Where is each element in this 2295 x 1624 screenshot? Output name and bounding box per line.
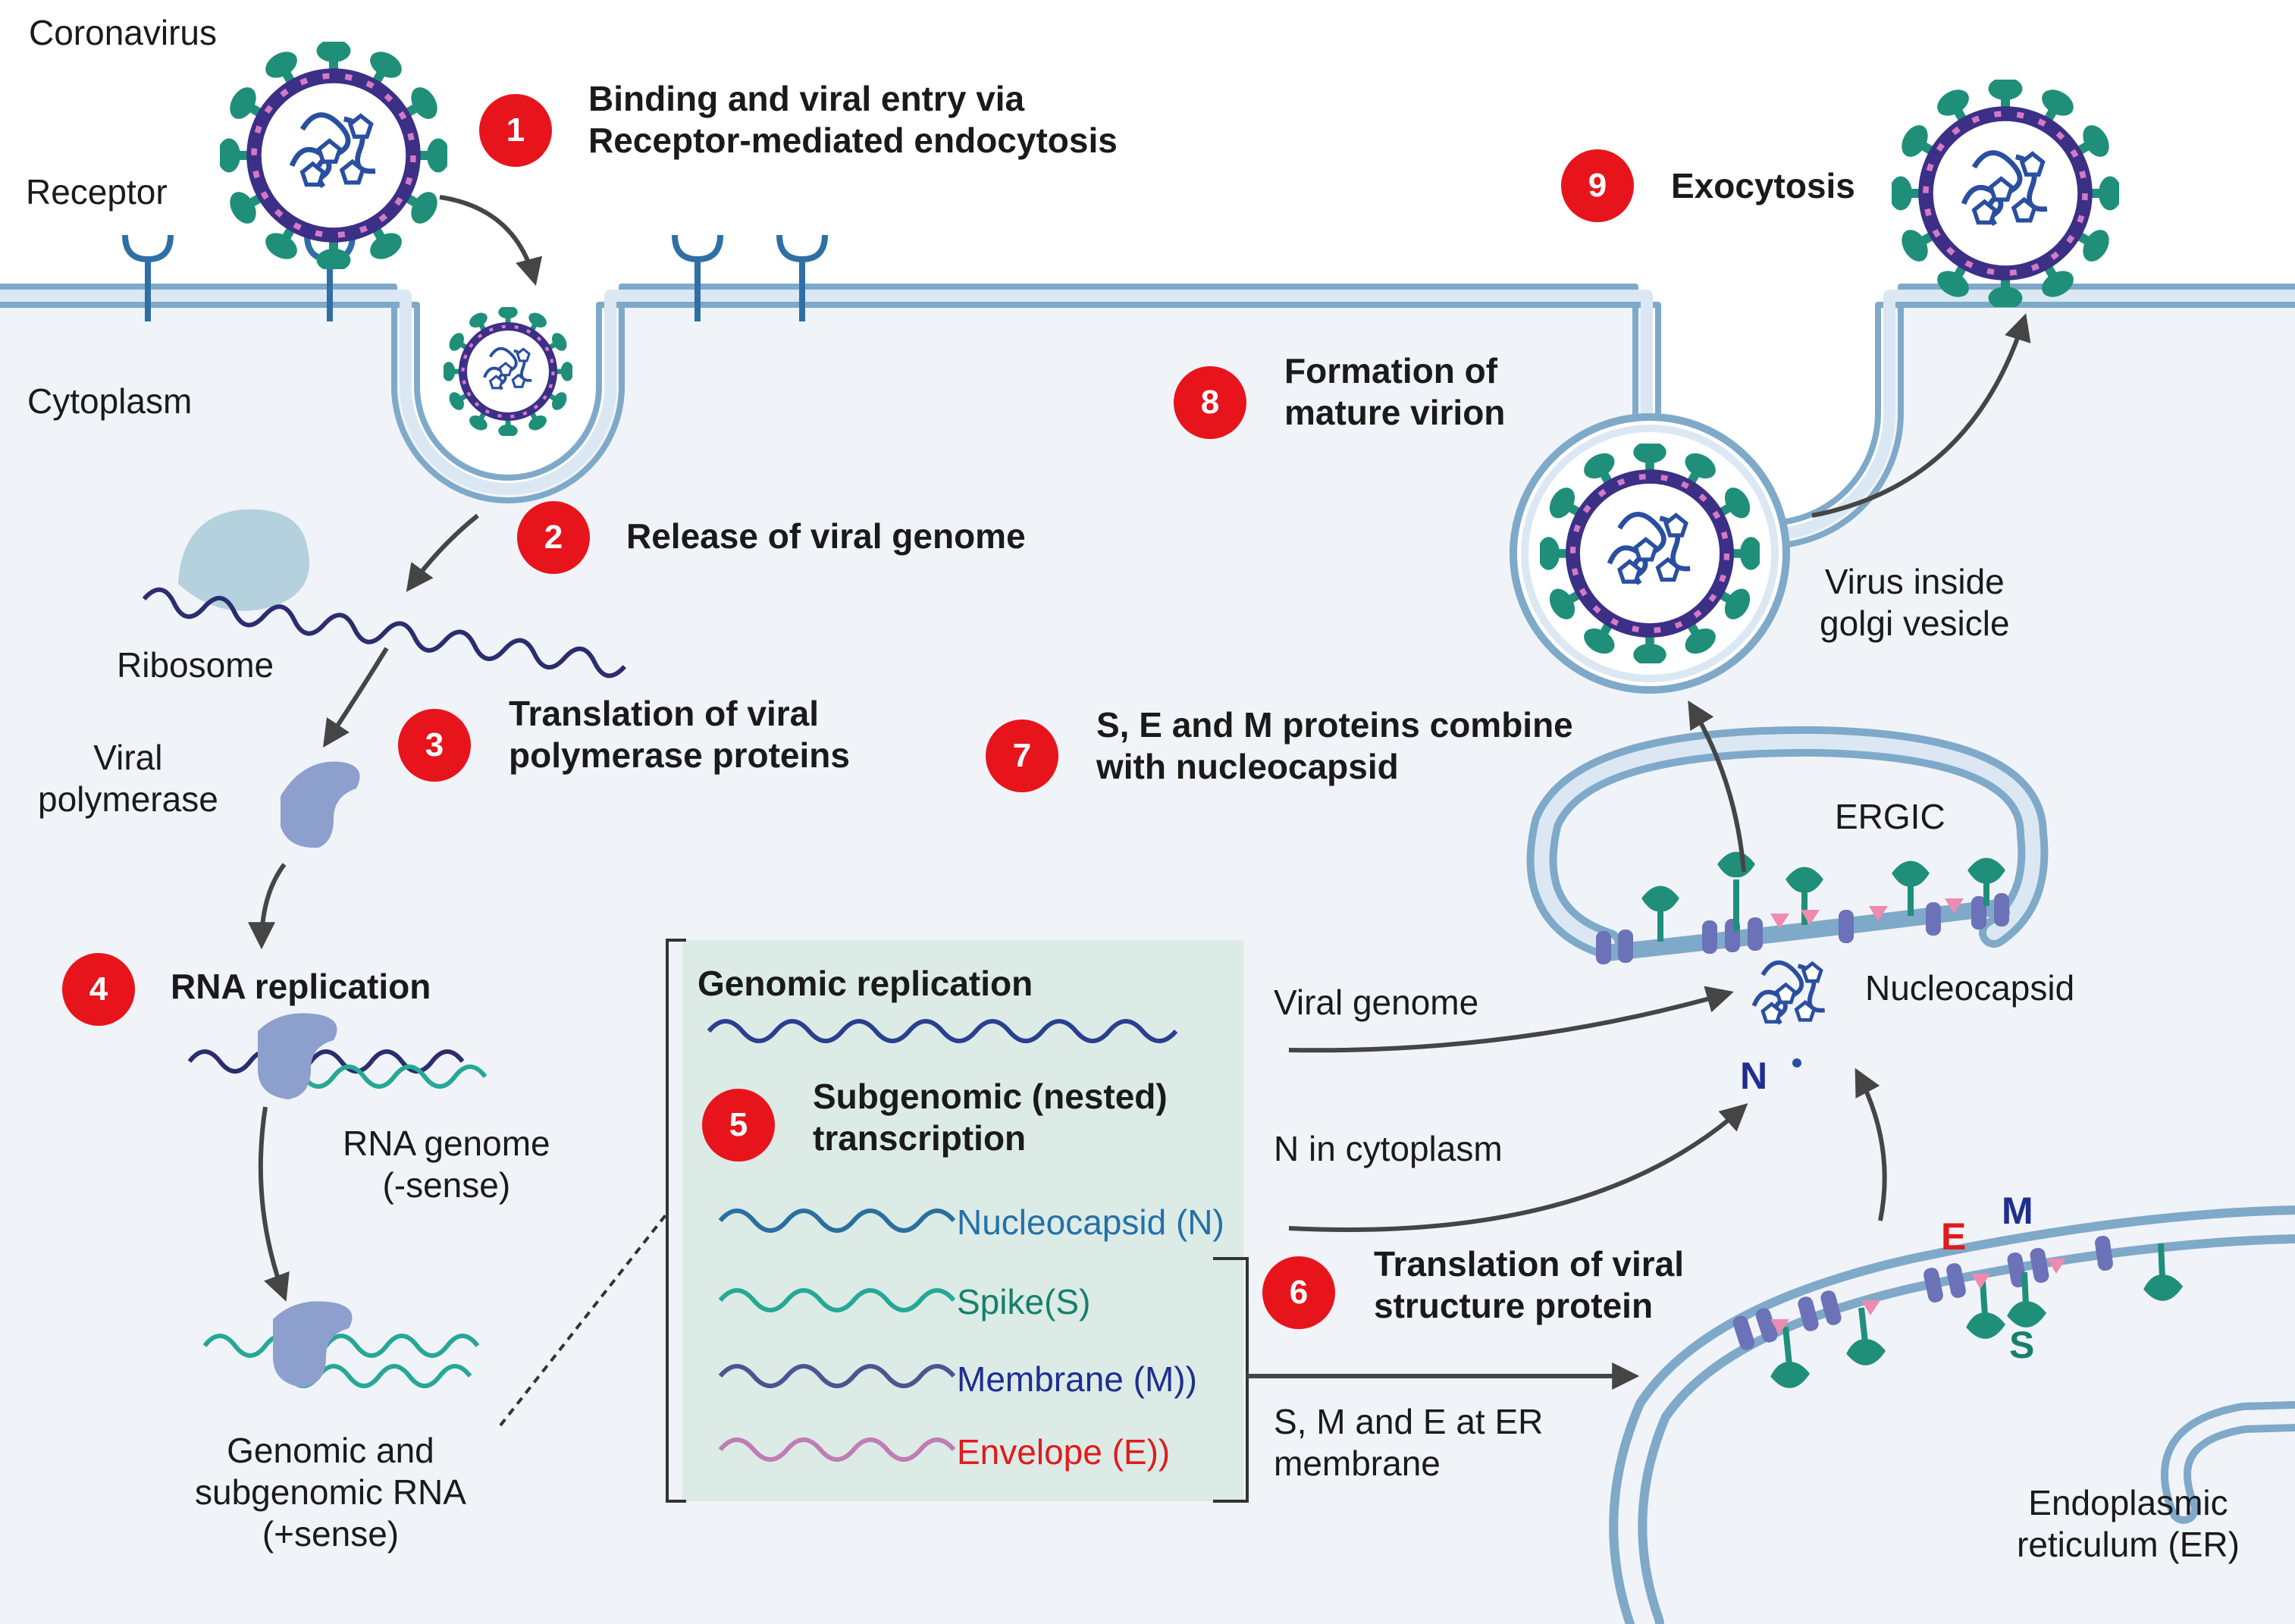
virus-in-endosome	[442, 306, 573, 437]
step-3-badge: 3	[398, 709, 471, 782]
ergic-label: ERGIC	[1835, 797, 1945, 836]
step-5-badge: 5	[702, 1089, 775, 1162]
rna-genome-label: RNA genome (-sense)	[343, 1124, 550, 1205]
step-4-text: RNA replication	[171, 967, 431, 1006]
transcript-spike: Spike(S)	[957, 1282, 1091, 1321]
step-4-badge: 4	[62, 953, 135, 1026]
coronavirus-label: Coronavirus	[29, 13, 217, 52]
transcript-membrane: Membrane (M))	[957, 1359, 1197, 1399]
cytoplasm-label: Cytoplasm	[27, 381, 193, 421]
transcript-envelope: Envelope (E))	[957, 1432, 1171, 1472]
genomic-subgenomic-label: Genomic and subgenomic RNA (+sense)	[195, 1431, 466, 1554]
step-1-text: Binding and viral entry via Receptor-med…	[588, 79, 1118, 161]
virus-golgi-label: Virus inside golgi vesicle	[1820, 562, 2010, 644]
m-protein-label: M	[2002, 1190, 2033, 1232]
step-8-text: Formation of mature virion	[1284, 351, 1506, 433]
virus-exocytosed	[1889, 77, 2121, 309]
viral-polymerase-label: Viral polymerase	[38, 738, 218, 820]
sme-er-label: S, M and E at ER membrane	[1274, 1402, 1544, 1484]
viral-polymerase-shape	[281, 761, 360, 848]
step-6-text: Translation of viral structure protein	[1374, 1244, 1684, 1326]
genomic-replication-title: Genomic replication	[698, 964, 1033, 1003]
step-1-badge: 1	[479, 94, 552, 167]
viral-genome-label: Viral genome	[1274, 983, 1479, 1022]
ribosome-shape	[178, 509, 309, 611]
ergic-proteins	[1596, 851, 2009, 964]
er-proteins	[1732, 1235, 2184, 1388]
receptor-label: Receptor	[26, 172, 168, 212]
nucleocapsid-label: Nucleocapsid	[1865, 968, 2075, 1008]
step-6-badge: 6	[1262, 1256, 1335, 1329]
receptor-group	[122, 234, 828, 321]
step-9-badge: 9	[1561, 149, 1634, 222]
step-7-badge: 7	[986, 720, 1058, 792]
s-protein-label: S	[2009, 1324, 2035, 1366]
er-label: Endoplasmic reticulum (ER)	[2017, 1483, 2240, 1565]
ribosome-label: Ribosome	[117, 645, 274, 685]
step-9-text: Exocytosis	[1671, 166, 1855, 205]
step-3-text: Translation of viral polymerase proteins	[509, 694, 850, 776]
step-2-text: Release of viral genome	[626, 516, 1026, 556]
n-protein-label: N	[1740, 1055, 1768, 1097]
step-8-badge: 8	[1174, 366, 1246, 439]
flow-arrows	[248, 195, 2031, 1390]
e-protein-label: E	[1941, 1215, 1967, 1258]
n-in-cytoplasm-label: N in cytoplasm	[1274, 1129, 1503, 1168]
step-2-badge: 2	[517, 501, 590, 574]
step-5-text: Subgenomic (nested) transcription	[813, 1077, 1168, 1158]
transcript-nucleocapsid: Nucleocapsid (N)	[957, 1202, 1224, 1242]
coronavirus-outside	[218, 39, 450, 271]
er-membrane	[1609, 1205, 2295, 1624]
viral-mrna	[142, 587, 627, 679]
step-7-text: S, E and M proteins combine with nucleoc…	[1096, 705, 1573, 787]
